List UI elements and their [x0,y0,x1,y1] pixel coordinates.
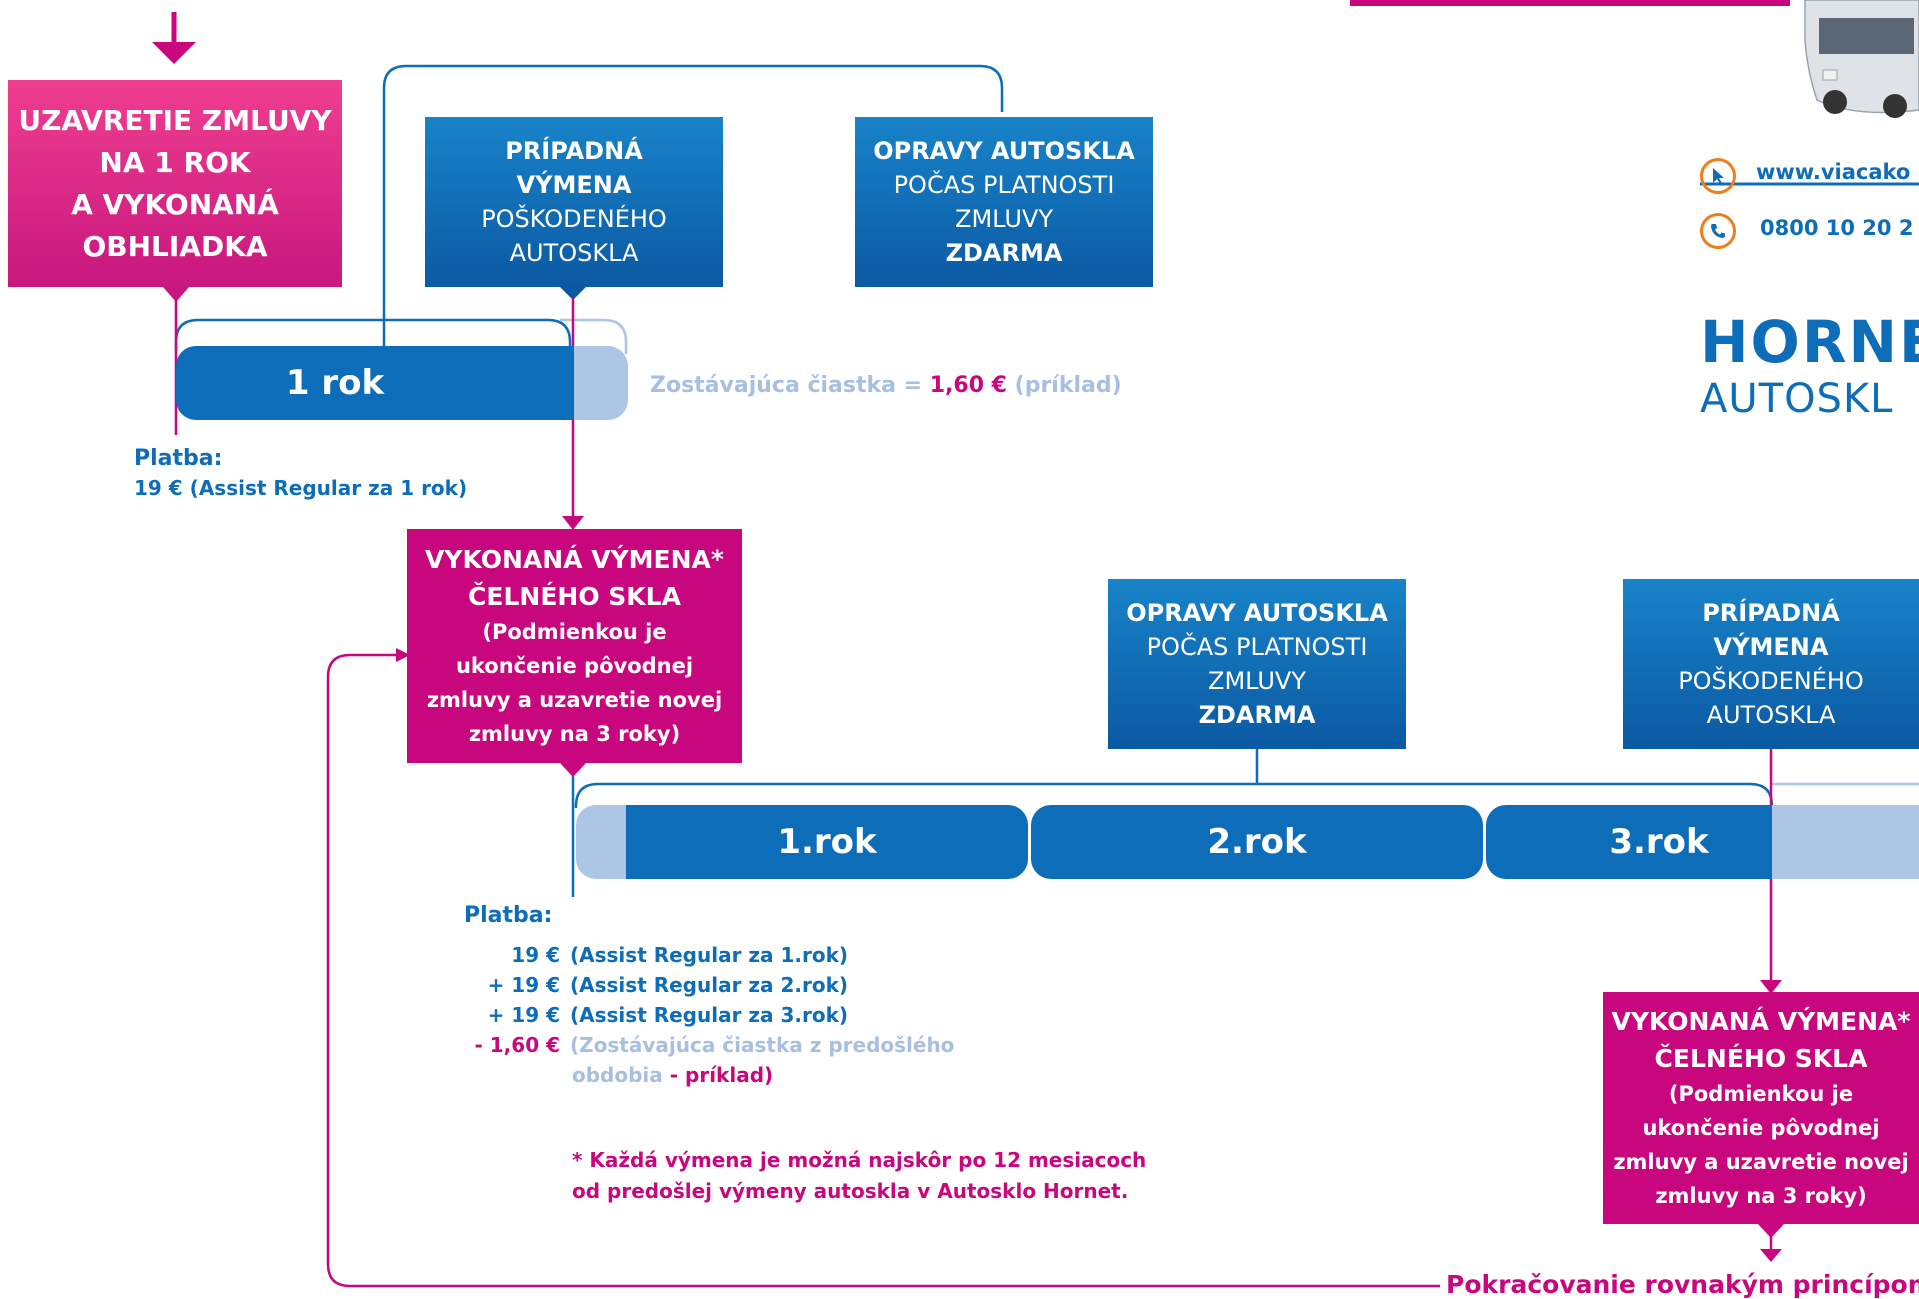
continue-text: Pokračovanie rovnakým princípom [1440,1270,1919,1299]
done2-l2: ČELNÉHO SKLA [1654,1044,1868,1073]
payment-2-row-4-desc-b2: - príklad) [662,1063,774,1087]
footnote-line-1: * Každá výmena je možná najskôr po 12 me… [572,1148,1147,1172]
remaining-suffix: (príklad) [1006,373,1122,398]
free-repairs-box-1: OPRAVY AUTOSKLA POČAS PLATNOSTI ZMLUVY Z… [855,117,1153,287]
free-repairs-box-2: OPRAVY AUTOSKLA POČAS PLATNOSTI ZMLUVY Z… [1108,579,1406,749]
payment-2-row-3-amount: + 19 € [487,1003,560,1027]
windshield-replaced-box-2: VYKONANÁ VÝMENA* ČELNÉHO SKLA (Podmienko… [1603,992,1919,1224]
possible-replacement-box-1: PRÍPADNÁ VÝMENA POŠKODENÉHO AUTOSKLA [425,117,723,287]
bus-image [1804,0,1919,118]
replace1-l3: POŠKODENÉHO [481,205,667,233]
repair2-l4: ZDARMA [1198,701,1316,729]
payment-2-row-3: + 19 € (Assist Regular za 3.rok) [460,1003,849,1027]
done1-l5: zmluvy a uzavretie novej [426,688,723,712]
done1-l6: zmluvy na 3 roky) [468,722,681,746]
year-bar-1: 1 rok [176,346,574,420]
payment-2-row-4-desc-b1: obdobia [572,1063,663,1087]
payment-1-line: 19 € (Assist Regular za 1 rok) [134,476,467,500]
replace2-l4: AUTOSKLA [1706,701,1836,729]
done1-l1: VYKONANÁ VÝMENA* [425,545,724,574]
brand-name: HORNET [1700,308,1919,376]
payment-1-amount: 19 € [134,476,183,500]
windshield-replaced-box-1: VYKONANÁ VÝMENA* ČELNÉHO SKLA (Podmienko… [407,529,742,763]
payment-1-desc: (Assist Regular za 1 rok) [182,476,468,500]
top-box-line-2: NA 1 ROK [99,145,251,179]
repair2-l1: OPRAVY AUTOSKLA [1126,599,1388,627]
year-bar-1-of-3: 1.rok [626,805,1028,879]
payment-2-row-4-amount: - 1,60 € [474,1033,561,1057]
payment-2-row-1: 19 € (Assist Regular za 1.rok) [460,943,848,967]
replace2-l2: VÝMENA [1713,633,1829,661]
repair2-l3: ZMLUVY [1208,667,1306,695]
remaining-amount: Zostávajúca čiastka = 1,60 € (príklad) [650,373,1122,398]
top-box-line-3: A VYKONANÁ [71,187,279,221]
payment-2-row-3-desc: (Assist Regular za 3.rok) [570,1003,849,1027]
done2-l4: ukončenie pôvodnej [1642,1116,1880,1140]
year-bar-1-of-3-label: 1.rok [777,822,877,862]
website-link[interactable]: www.viacako [1756,160,1911,184]
cursor-icon [1700,158,1736,194]
payment-2-row-4: - 1,60 € (Zostávajúca čiastka z predošléh… [460,1033,955,1057]
top-box-line-1: UZAVRETIE ZMLUVY [18,103,332,137]
repair1-l1: OPRAVY AUTOSKLA [873,137,1135,165]
done2-l3: (Podmienkou je [1668,1082,1854,1106]
phone-icon [1700,213,1736,249]
phone-number[interactable]: 0800 10 20 2 [1760,216,1914,240]
replace2-l3: POŠKODENÉHO [1678,667,1864,695]
payment-2-row-1-desc: (Assist Regular za 1.rok) [570,943,849,967]
done2-l6: zmluvy na 3 roky) [1655,1184,1867,1208]
payment-2-row-1-amount: 19 € [511,943,560,967]
replace2-l1: PRÍPADNÁ [1702,599,1840,627]
year-bar-3-of-3-label: 3.rok [1609,822,1709,862]
repair1-l4: ZDARMA [945,239,1063,267]
repair1-l2: POČAS PLATNOSTI [893,171,1115,199]
payment-2-row-2-amount: + 19 € [487,973,560,997]
remaining-value: 1,60 € [929,373,1007,398]
done2-l5: zmluvy a uzavretie novej [1613,1150,1909,1174]
payment-2-row-2-desc: (Assist Regular za 2.rok) [570,973,849,997]
year-bar-1-label: 1 rok [285,363,385,403]
payment-2-row-4-cont: obdobia - príklad) [572,1063,773,1087]
replace1-l1: PRÍPADNÁ [505,137,643,165]
brand-subtitle: AUTOSKL [1700,376,1894,422]
year-bar-2-of-3: 2.rok [1031,805,1483,879]
done1-l3: (Podmienkou je [482,620,667,644]
footnote-line-2: od predošlej výmeny autoskla v Autosklo … [572,1179,1129,1203]
repair1-l3: ZMLUVY [955,205,1053,233]
footnote: * Každá výmena je možná najskôr po 12 me… [572,1145,1146,1207]
year-bar-2-of-3-label: 2.rok [1207,822,1307,862]
done2-l1: VYKONANÁ VÝMENA* [1611,1007,1911,1036]
payment-2-row-2: + 19 € (Assist Regular za 2.rok) [460,973,849,997]
repair2-l2: POČAS PLATNOSTI [1146,633,1368,661]
done1-l2: ČELNÉHO SKLA [468,582,681,611]
possible-replacement-box-2: PRÍPADNÁ VÝMENA POŠKODENÉHO AUTOSKLA [1623,579,1919,749]
remaining-prefix: Zostávajúca čiastka = [650,373,930,398]
payment-2-row-4-desc: (Zostávajúca čiastka z predošlého [570,1033,955,1057]
payment-1-title: Platba: [134,446,223,471]
replace1-l4: AUTOSKLA [509,239,639,267]
done1-l4: ukončenie pôvodnej [455,654,694,678]
payment-2-title: Platba: [464,903,553,928]
contract-1-year-box: UZAVRETIE ZMLUVY NA 1 ROK A VYKONANÁ OBH… [8,80,342,287]
year-bar-3-of-3: 3.rok [1486,805,1772,879]
top-box-line-4: OBHLIADKA [82,229,268,263]
replace1-l2: VÝMENA [516,171,632,199]
